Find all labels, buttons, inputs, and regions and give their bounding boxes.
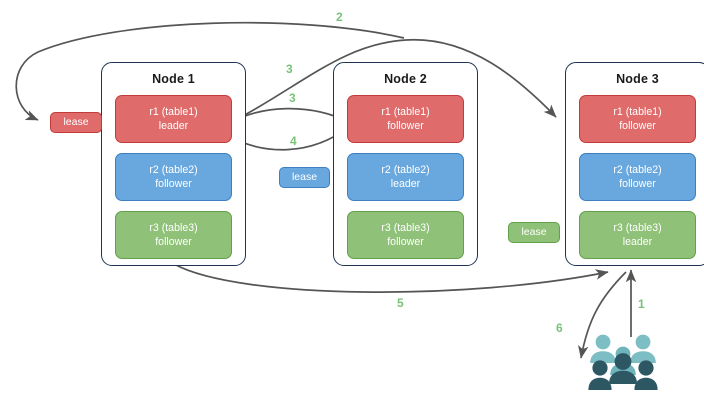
node-title: Node 3 [616, 72, 659, 86]
lease-chip-table2[interactable]: lease [279, 167, 330, 188]
replica-range-label: r3 (table3) [613, 222, 662, 234]
node-title: Node 1 [152, 72, 195, 86]
users-group-icon [588, 334, 658, 390]
replica-range-label: r2 (table2) [149, 164, 198, 176]
replica-range-label: r1 (table1) [613, 106, 662, 118]
step-label-4: 4 [290, 134, 297, 148]
replica-range-label: r1 (table1) [149, 106, 198, 118]
replica-n2-r1[interactable]: r1 (table1) follower [347, 95, 464, 143]
replica-n1-r1[interactable]: r1 (table1) leader [115, 95, 232, 143]
replica-role-label: follower [387, 120, 424, 132]
node-card-node1: Node 1 r1 (table1) leader r2 (table2) fo… [101, 62, 246, 266]
lease-chip-table3[interactable]: lease [508, 222, 560, 243]
lease-chip-table1[interactable]: lease [50, 112, 102, 133]
replica-n3-r3[interactable]: r3 (table3) leader [579, 211, 696, 259]
replica-role-label: leader [622, 236, 653, 248]
replica-n1-r2[interactable]: r2 (table2) follower [115, 153, 232, 201]
step-label-2: 2 [336, 10, 343, 24]
replica-role-label: leader [390, 178, 421, 190]
node-card-node3: Node 3 r1 (table1) follower r2 (table2) … [565, 62, 704, 266]
step-label-3b: 3 [289, 91, 296, 105]
replica-role-label: follower [619, 120, 656, 132]
step-label-1: 1 [638, 297, 645, 311]
replica-n3-r1[interactable]: r1 (table1) follower [579, 95, 696, 143]
replica-role-label: leader [158, 120, 189, 132]
replica-range-label: r2 (table2) [381, 164, 430, 176]
replica-n2-r3[interactable]: r3 (table3) follower [347, 211, 464, 259]
replica-role-label: follower [619, 178, 656, 190]
replica-n1-r3[interactable]: r3 (table3) follower [115, 211, 232, 259]
replica-role-label: follower [387, 236, 424, 248]
replica-role-label: follower [155, 236, 192, 248]
replica-n2-r2[interactable]: r2 (table2) leader [347, 153, 464, 201]
step-label-6: 6 [556, 321, 563, 335]
step-label-5: 5 [397, 296, 404, 310]
step-label-3a: 3 [286, 62, 293, 76]
replica-range-label: r3 (table3) [149, 222, 198, 234]
replica-range-label: r2 (table2) [613, 164, 662, 176]
replica-range-label: r3 (table3) [381, 222, 430, 234]
replica-n3-r2[interactable]: r2 (table2) follower [579, 153, 696, 201]
node-card-node2: Node 2 r1 (table1) follower r2 (table2) … [333, 62, 478, 266]
arrow-step-4 [227, 125, 351, 151]
replica-role-label: follower [155, 178, 192, 190]
arrow-step-5 [173, 263, 609, 293]
node-title: Node 2 [384, 72, 427, 86]
replica-range-label: r1 (table1) [381, 106, 430, 118]
